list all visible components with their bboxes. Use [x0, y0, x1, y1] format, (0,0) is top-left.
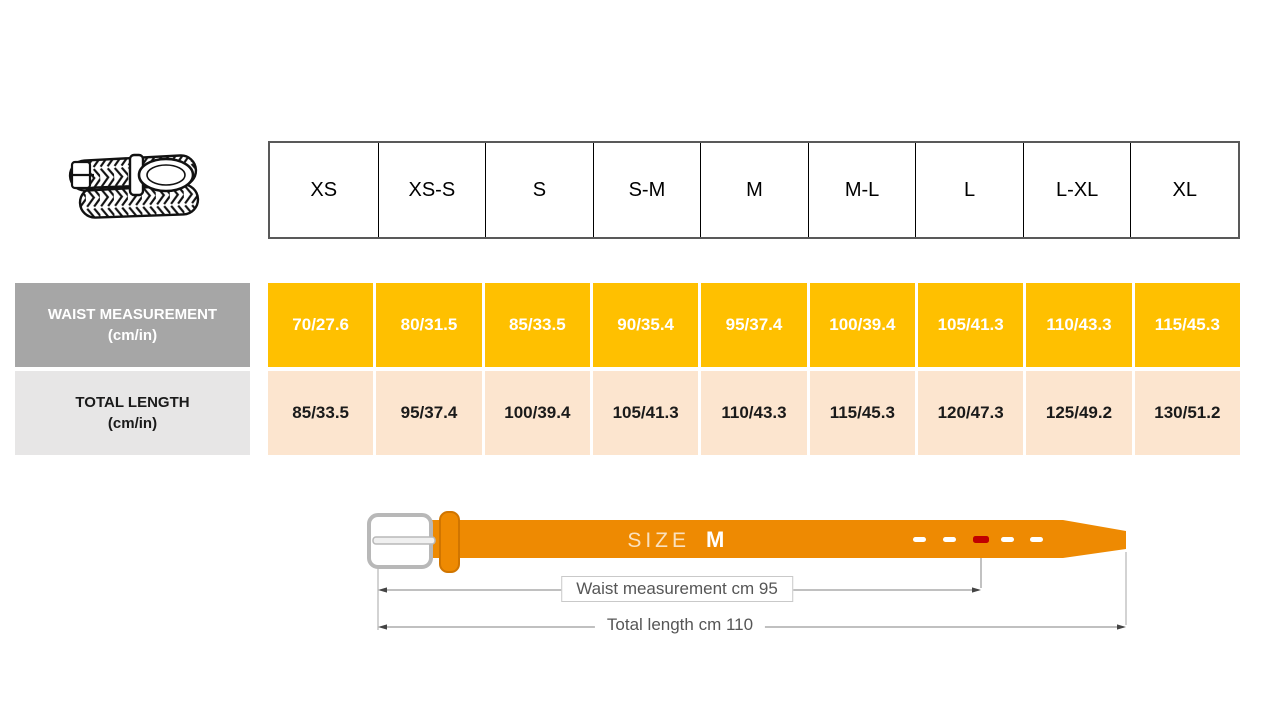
belt-size-diagram: SIZE M Waist measurement cm 95 Total len…: [360, 500, 1140, 648]
belt-strap: [425, 520, 1126, 558]
size-header-cell-xs: XS: [310, 178, 338, 201]
waist-measurement-row-label: WAIST MEASUREMENT (cm/in): [15, 283, 250, 367]
waist-label-line1: WAIST MEASUREMENT: [47, 306, 218, 323]
size-header-cell-l: L: [915, 143, 1023, 237]
size-header-cell-s: S: [485, 143, 593, 237]
size-header-cell-m-l: M-L: [807, 143, 916, 237]
size-text-label: SIZE: [627, 529, 690, 552]
length-value-cell: 110/43.3: [701, 371, 807, 455]
size-header-cell-s-m: S-M: [592, 143, 701, 237]
size-header-cell-xs-s: XS-S: [377, 143, 486, 237]
belt-hole: [1030, 537, 1043, 542]
waist-value-cell: 85/33.5: [484, 283, 590, 367]
belt-hole: [1001, 537, 1014, 542]
belt-hole: [913, 537, 926, 542]
waist-value-cell: 100/39.4: [809, 283, 915, 367]
belt-buckle-icon: [367, 513, 436, 569]
size-text-value: M: [706, 527, 724, 552]
length-label-line1: TOTAL LENGTH: [75, 394, 190, 411]
length-value-cell: 100/39.4: [484, 371, 590, 455]
length-label-line2: (cm/in): [107, 415, 158, 432]
belt-diagram-svg: SIZE M: [367, 511, 1127, 630]
waist-value-cell: 110/43.3: [1026, 283, 1132, 367]
waist-value-cell: 95/37.4: [701, 283, 807, 367]
waist-value-cell: 115/45.3: [1134, 283, 1240, 367]
length-value-cell: 95/37.4: [376, 371, 482, 455]
waist-value-cell: 70/27.6: [268, 283, 374, 367]
length-value-cell: 125/49.2: [1026, 371, 1132, 455]
total-length-row-label: TOTAL LENGTH (cm/in): [15, 371, 250, 455]
length-value-cell: 105/41.3: [593, 371, 699, 455]
total-length-row: 85/33.5 95/37.4 100/39.4 105/41.3 110/43…: [268, 371, 1240, 455]
waist-caption: Waist measurement cm 95: [561, 576, 793, 602]
belt-hole: [943, 537, 956, 542]
waist-value-cell: 80/31.5: [376, 283, 482, 367]
size-header-cell-l-xl: L-XL: [1022, 143, 1131, 237]
total-length-caption: Total length cm 110: [594, 615, 766, 635]
length-value-cell: 130/51.2: [1134, 371, 1240, 455]
waist-label-line2: (cm/in): [107, 327, 158, 344]
length-value-cell: 115/45.3: [809, 371, 915, 455]
waist-value-cell: 105/41.3: [918, 283, 1024, 367]
size-header-cell-m: M: [700, 143, 808, 237]
size-header-cell-xl: XL: [1130, 143, 1238, 237]
selected-size-hole: [973, 536, 989, 543]
length-value-cell: 85/33.5: [268, 371, 374, 455]
size-header-row: XS XS-S S S-M M M-L L L-XL XL: [268, 141, 1240, 239]
belt-holes: [913, 536, 1043, 543]
braided-belt-icon: [58, 146, 208, 238]
waist-measurement-row: 70/27.6 80/31.5 85/33.5 90/35.4 95/37.4 …: [268, 283, 1240, 367]
length-value-cell: 120/47.3: [918, 371, 1024, 455]
braided-belt-icon-svg: [68, 153, 200, 219]
belt-keeper-loop: [439, 511, 460, 573]
waist-value-cell: 90/35.4: [593, 283, 699, 367]
